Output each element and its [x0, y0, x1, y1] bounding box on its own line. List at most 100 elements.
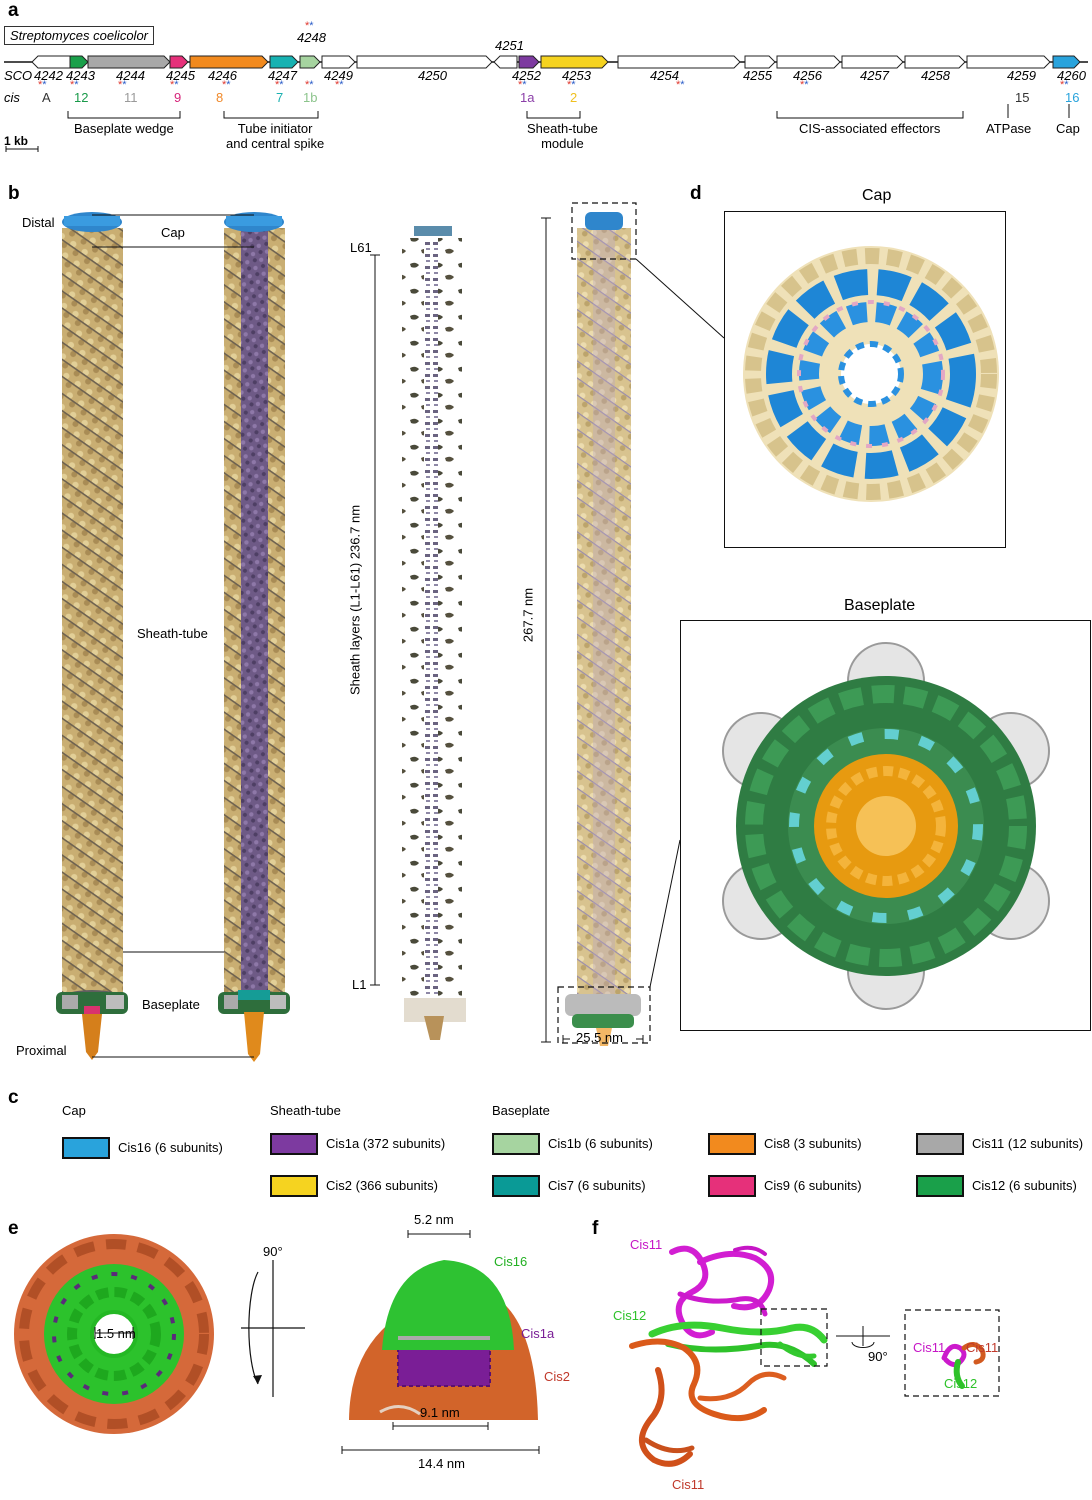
group-tube-initiator: Tube initiator and central spike	[226, 121, 325, 151]
conservation-marker: **	[800, 79, 809, 91]
legend-swatch	[708, 1175, 756, 1197]
gene-number: 4258	[921, 68, 950, 83]
cis-number: 12	[74, 90, 89, 105]
e-cis1a: Cis1a	[521, 1326, 555, 1341]
gene-number: 4254	[650, 68, 679, 83]
cis-number: 11	[124, 90, 138, 105]
cis-number: A	[42, 90, 51, 105]
label-width: 25.5 nm	[576, 1030, 623, 1045]
conservation-marker: **	[170, 79, 179, 91]
f-rotation: 90°	[868, 1349, 888, 1364]
gene-arrow	[966, 55, 1051, 69]
conservation-marker: **	[275, 79, 284, 91]
cis-number: 7	[276, 90, 284, 105]
gene-number: 4260	[1057, 68, 1086, 83]
conservation-marker: **	[222, 79, 231, 91]
conservation-marker: **	[1060, 79, 1069, 91]
e-cis2: Cis2	[544, 1369, 571, 1384]
legend-label: Cis8 (3 subunits)	[764, 1136, 862, 1151]
legend-label: Cis16 (6 subunits)	[118, 1140, 223, 1155]
label-cap: Cap	[161, 225, 185, 240]
baseplate-structure	[722, 642, 1050, 1010]
f-inset-cis11-right: Cis11	[966, 1340, 999, 1355]
gene-number: 4245	[166, 68, 195, 83]
gene-number: 4259	[1007, 68, 1036, 83]
label-proximal: Proximal	[16, 1043, 67, 1058]
cap-title: Cap	[862, 187, 892, 204]
label-sheath-tube: Sheath-tube	[137, 626, 208, 641]
legend-swatch	[270, 1133, 318, 1155]
legend-swatch	[492, 1175, 540, 1197]
conservation-marker: **	[335, 79, 344, 91]
gene-arrow	[69, 55, 89, 69]
panel-label-a: a	[8, 0, 19, 21]
f-cis11-bottom: Cis11	[672, 1477, 705, 1492]
gene-arrow	[299, 55, 321, 69]
f-cis11-top: Cis11	[630, 1237, 663, 1252]
f-inset-cis11-left: Cis11	[913, 1340, 946, 1355]
gene-arrow	[493, 55, 518, 69]
conservation-marker: **	[305, 20, 314, 32]
panel-label-b: b	[8, 183, 20, 204]
gene-arrow	[518, 55, 540, 69]
group-brackets	[5, 104, 1070, 152]
legend-label: Cis12 (6 subunits)	[972, 1178, 1077, 1193]
legend-title-baseplate: Baseplate	[492, 1103, 550, 1118]
gene-arrow	[540, 55, 609, 69]
gene-number: 4255	[743, 68, 772, 83]
cis-number: 8	[216, 90, 224, 105]
gene-number: 4243	[66, 68, 95, 83]
panel-b-graphics	[56, 202, 725, 1062]
conservation-marker: **	[305, 79, 314, 91]
label-l1: L1	[352, 977, 367, 992]
gene-number: 4253	[562, 68, 591, 83]
legend-label: Cis2 (366 subunits)	[326, 1178, 438, 1193]
label-l61: L61	[350, 240, 372, 255]
e-bottom-dim: 14.4 nm	[418, 1456, 465, 1471]
gene-number: 4256	[793, 68, 822, 83]
legend-label: Cis1b (6 subunits)	[548, 1136, 653, 1151]
cis-number: 16	[1065, 90, 1080, 105]
e-top-dim: 5.2 nm	[414, 1212, 454, 1227]
cap-structure-box	[724, 211, 1006, 548]
conservation-marker: **	[38, 79, 47, 91]
f-cis12: Cis12	[613, 1308, 647, 1323]
group-cap: Cap	[1056, 121, 1080, 136]
conservation-marker: **	[70, 79, 79, 91]
cap-structure	[743, 246, 999, 502]
gene-number: 4247	[268, 68, 297, 83]
gene-map	[4, 55, 1088, 69]
gene-number-top: 4248	[297, 30, 326, 45]
gene-arrow	[189, 55, 269, 69]
scale-bar-label: 1 kb	[4, 134, 29, 148]
e-cis16: Cis16	[494, 1254, 528, 1269]
organism-box: Streptomyces coelicolor	[4, 26, 154, 45]
cis-number: 1b	[303, 90, 318, 105]
gene-arrow	[269, 55, 299, 69]
legend-swatch	[916, 1175, 964, 1197]
conservation-marker: **	[518, 79, 527, 91]
baseplate-structure-box	[680, 620, 1091, 1031]
panel-label-f: f	[592, 1218, 599, 1239]
cis-label: cis	[4, 90, 20, 105]
group-atpase: ATPase	[986, 121, 1032, 136]
e-mid-dim: 9.1 nm	[420, 1405, 460, 1420]
gene-arrow	[169, 55, 189, 69]
panel-label-c: c	[8, 1087, 19, 1108]
gene-arrow	[321, 55, 356, 69]
legend-label: Cis11 (12 subunits)	[972, 1136, 1084, 1151]
conservation-marker: **	[118, 79, 127, 91]
gene-number: 4244	[116, 68, 145, 83]
f-inset-cis12: Cis12	[944, 1376, 978, 1391]
group-sheath-tube: Sheath-tube module	[527, 121, 598, 151]
gene-number: 4246	[208, 68, 237, 83]
legend-swatch	[492, 1133, 540, 1155]
label-baseplate: Baseplate	[142, 997, 200, 1012]
cis-number: 15	[1015, 90, 1030, 105]
gene-number: 4252	[512, 68, 541, 83]
cis-number: 1a	[520, 90, 535, 105]
legend-title-cap: Cap	[62, 1103, 86, 1118]
gene-number-top: 4251	[495, 38, 524, 53]
cis-number: 9	[174, 90, 182, 105]
gene-arrow	[1052, 55, 1081, 69]
